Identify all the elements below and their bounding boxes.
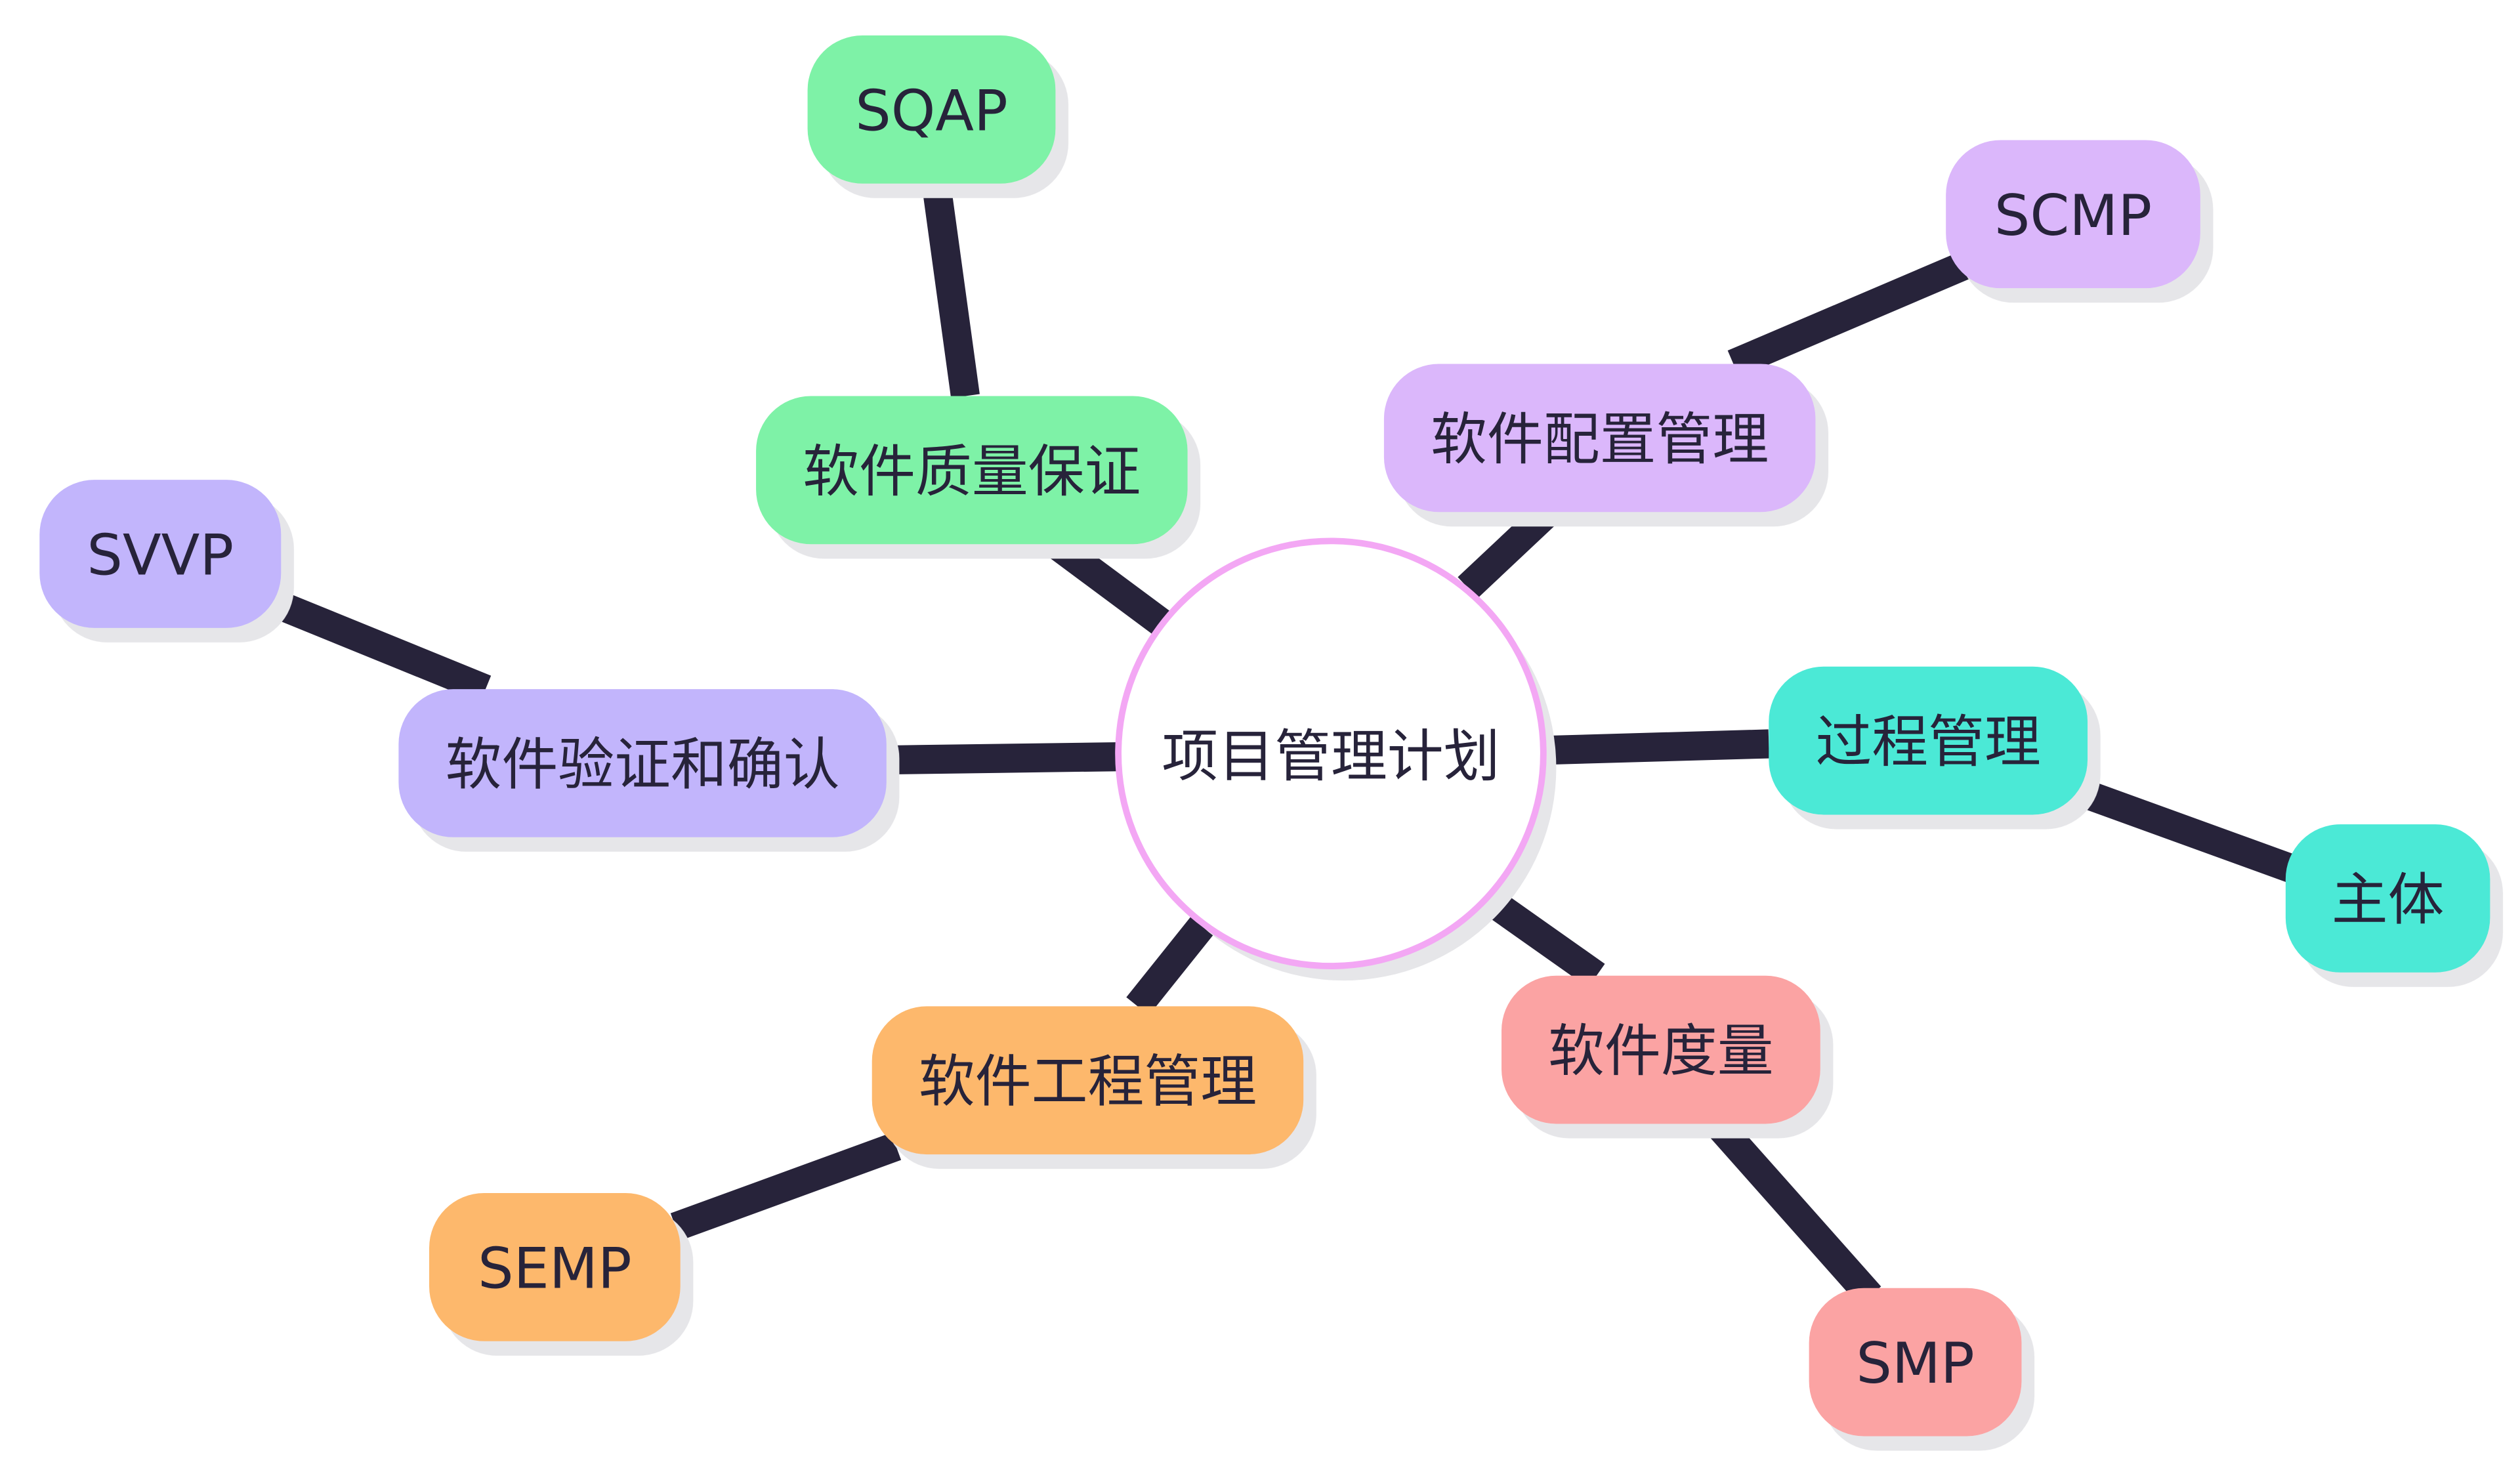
topic-cm-label: 软件配置管理 (1431, 407, 1769, 472)
topic-eng-shape (872, 1006, 1304, 1155)
subtopic-proc-shape (2285, 824, 2490, 973)
subtopic-cm[interactable]: SCMP (1946, 140, 2200, 289)
topic-meas[interactable]: 软件度量 (1502, 975, 1820, 1124)
connector-lines (262, 183, 2299, 1306)
topic-vv-label: 软件验证和确认 (446, 732, 840, 797)
subtopic-meas-label: SMP (1856, 1331, 1974, 1396)
edge-eng-to-child (670, 1133, 902, 1241)
topic-meas-shape (1502, 975, 1820, 1124)
subtopic-vv-label: SVVP (87, 522, 234, 588)
edge-center-to-meas (1479, 886, 1605, 988)
topic-vv[interactable]: 软件验证和确认 (398, 689, 887, 837)
edge-proc-to-child (2067, 775, 2299, 883)
subtopic-vv-shape (39, 480, 282, 628)
edge-vv-to-child (262, 587, 492, 703)
subtopic-qa[interactable]: SQAP (807, 35, 1056, 184)
center-topic-label: 项目管理计划 (1162, 724, 1500, 789)
subtopic-eng-label: SEMP (478, 1236, 632, 1301)
topic-proc[interactable]: 过程管理 (1769, 666, 2088, 815)
topic-qa[interactable]: 软件质量保证 (756, 396, 1188, 545)
subtopic-cm-label: SCMP (1994, 183, 2152, 249)
subtopic-proc[interactable]: 主体 (2285, 824, 2490, 973)
topic-eng-label: 软件工程管理 (919, 1049, 1257, 1115)
topic-eng[interactable]: 软件工程管理 (872, 1006, 1304, 1155)
edge-meas-to-child (1706, 1114, 1881, 1306)
subtopic-meas-shape (1809, 1288, 2022, 1437)
subtopic-proc-label: 主体 (2332, 867, 2445, 933)
edge-qa-to-child (921, 183, 980, 398)
edge-center-to-eng (1126, 916, 1213, 1016)
center-topic[interactable]: 项目管理计划 (1115, 537, 1557, 981)
topic-qa-shape (756, 396, 1188, 545)
topic-cm-shape (1383, 364, 1816, 513)
topic-meas-label: 软件度量 (1548, 1018, 1773, 1084)
subtopic-qa-label: SQAP (855, 78, 1008, 144)
subtopic-eng[interactable]: SEMP (429, 1193, 681, 1341)
edge-cm-to-child (1727, 252, 1969, 377)
edge-center-to-qa (1040, 528, 1171, 635)
subtopic-meas[interactable]: SMP (1809, 1288, 2022, 1437)
subtopic-cm-shape (1946, 140, 2200, 289)
center-topic-circle (1115, 537, 1547, 969)
subtopic-qa-shape (807, 35, 1056, 184)
subtopic-eng-shape (429, 1193, 681, 1341)
subtopic-vv[interactable]: SVVP (39, 480, 282, 628)
topic-proc-shape (1769, 666, 2088, 815)
edge-center-to-proc (1543, 729, 1769, 765)
topic-proc-label: 过程管理 (1815, 709, 2040, 775)
edge-center-to-cm (1458, 501, 1559, 598)
topic-qa-label: 软件质量保证 (803, 439, 1141, 505)
edge-center-to-vv (886, 742, 1119, 775)
topic-cm[interactable]: 软件配置管理 (1383, 364, 1816, 513)
topic-vv-shape (398, 689, 887, 837)
